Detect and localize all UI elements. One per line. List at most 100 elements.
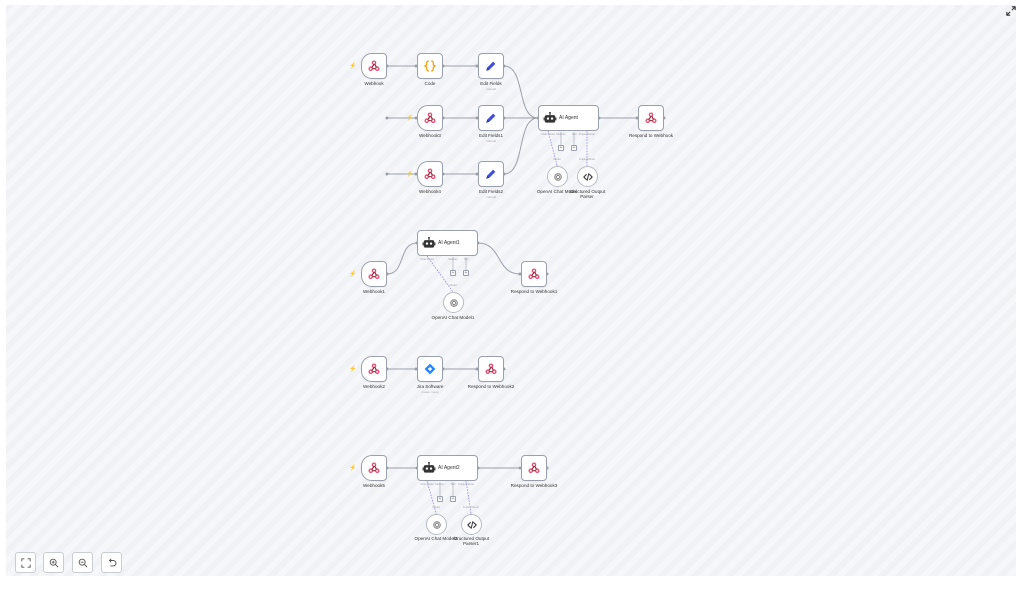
bottom-strip bbox=[0, 576, 1024, 601]
webhook-icon bbox=[368, 268, 381, 281]
node-label: Webhook1 bbox=[363, 289, 385, 294]
reset-zoom-button[interactable] bbox=[101, 552, 122, 573]
webhook-icon bbox=[528, 268, 541, 281]
port-output-parser: Output Parser bbox=[578, 133, 596, 136]
node-structured-output-parser1[interactable] bbox=[461, 514, 482, 535]
node-openai-chat-model[interactable] bbox=[547, 166, 568, 187]
port-output-parser: Output Parser bbox=[457, 483, 475, 486]
trigger-lightning-icon: ⚡ bbox=[349, 63, 357, 70]
node-label: OpenAI Chat Model1 bbox=[431, 315, 475, 320]
openai-icon bbox=[553, 172, 563, 182]
trigger-lightning-icon: ⚡ bbox=[349, 271, 357, 278]
connector-label-model: Model bbox=[449, 284, 457, 287]
add-memory-button[interactable]: + bbox=[450, 270, 456, 276]
jira-icon bbox=[424, 363, 437, 376]
zoom-out-icon bbox=[78, 558, 87, 567]
node-label: Jira Software bbox=[416, 384, 444, 389]
node-sublabel: manual bbox=[486, 87, 496, 91]
pencil-icon bbox=[485, 112, 498, 125]
add-tool-button[interactable]: + bbox=[463, 270, 469, 276]
undo-icon bbox=[108, 558, 116, 566]
webhook-icon bbox=[368, 60, 381, 73]
node-webhook4[interactable] bbox=[417, 161, 443, 187]
zoom-in-icon bbox=[49, 558, 58, 567]
node-respond-to-webhook[interactable] bbox=[638, 105, 664, 131]
trigger-lightning-icon: ⚡ bbox=[406, 115, 414, 122]
node-edit-fields[interactable] bbox=[478, 53, 504, 79]
node-webhook2[interactable] bbox=[361, 356, 387, 382]
node-label: Webhook2 bbox=[363, 384, 385, 389]
add-memory-button[interactable]: + bbox=[437, 496, 443, 502]
node-sublabel: create: issue bbox=[421, 390, 439, 394]
node-respond-to-webhook2[interactable] bbox=[478, 356, 504, 382]
agent-title: AI Agent bbox=[559, 115, 578, 121]
node-structured-output-parser[interactable] bbox=[577, 166, 598, 187]
node-label: Respond to Webhook3 bbox=[510, 483, 558, 488]
fit-view-icon bbox=[20, 557, 31, 568]
zoom-out-button[interactable] bbox=[72, 552, 93, 573]
connector-label-model: Model bbox=[553, 158, 561, 161]
node-label: Respond to Webhook2 bbox=[467, 384, 515, 389]
node-label: Webhook5 bbox=[363, 483, 385, 488]
webhook-icon bbox=[424, 112, 437, 125]
node-label: Webhook4 bbox=[419, 189, 441, 194]
connector-label-model: Model bbox=[432, 506, 440, 509]
node-ai-agent1[interactable]: AI Agent1 bbox=[417, 230, 478, 256]
port-tool: Tool bbox=[571, 133, 577, 136]
fit-view-button[interactable] bbox=[15, 552, 36, 573]
robot-icon bbox=[422, 461, 436, 475]
connector-label-output-parser: Output Parser bbox=[462, 506, 480, 509]
add-tool-button[interactable]: + bbox=[450, 496, 456, 502]
port-chat-model: Chat Model bbox=[420, 258, 434, 261]
node-code[interactable] bbox=[417, 53, 443, 79]
agent-title: AI Agent1 bbox=[438, 240, 460, 246]
webhook-icon bbox=[368, 363, 381, 376]
zoom-in-button[interactable] bbox=[43, 552, 64, 573]
node-label: Webhook bbox=[364, 81, 384, 86]
connector-label-output-parser: Output Parser bbox=[578, 158, 596, 161]
node-ai-agent[interactable]: AI Agent bbox=[538, 105, 599, 131]
node-webhook5[interactable] bbox=[361, 455, 387, 481]
node-webhook3[interactable] bbox=[417, 105, 443, 131]
node-sublabel: manual bbox=[486, 139, 496, 143]
port-chat-model: Chat Model bbox=[541, 133, 555, 136]
robot-icon bbox=[543, 111, 557, 125]
node-webhook1[interactable] bbox=[361, 261, 387, 287]
robot-icon bbox=[422, 236, 436, 250]
node-respond-to-webhook3[interactable] bbox=[521, 455, 547, 481]
node-respond-to-webhook1[interactable] bbox=[521, 261, 547, 287]
node-ai-agent2[interactable]: AI Agent2 bbox=[417, 455, 478, 481]
node-openai-chat-model2[interactable] bbox=[426, 514, 447, 535]
openai-icon bbox=[449, 298, 459, 308]
node-openai-chat-model1[interactable] bbox=[443, 292, 464, 313]
node-label: Code bbox=[424, 81, 436, 86]
node-jira-software[interactable] bbox=[417, 356, 443, 382]
agent-title: AI Agent2 bbox=[438, 465, 460, 471]
node-label: OpenAI Chat Model2 bbox=[414, 536, 458, 541]
webhook-icon bbox=[485, 363, 498, 376]
node-webhook[interactable] bbox=[361, 53, 387, 79]
node-label: Respond to Webhook1 bbox=[510, 289, 558, 294]
node-edit-fields1[interactable] bbox=[478, 105, 504, 131]
pencil-icon bbox=[485, 168, 498, 181]
webhook-icon bbox=[424, 168, 437, 181]
trigger-lightning-icon: ⚡ bbox=[349, 366, 357, 373]
node-label: Webhook3 bbox=[419, 133, 441, 138]
webhook-icon bbox=[368, 462, 381, 475]
port-memory: Memory bbox=[448, 258, 458, 261]
trigger-lightning-icon: ⚡ bbox=[349, 465, 357, 472]
webhook-icon bbox=[645, 112, 658, 125]
add-memory-button[interactable]: + bbox=[558, 145, 564, 151]
port-memory: Memory bbox=[556, 133, 566, 136]
trigger-lightning-icon: ⚡ bbox=[406, 171, 414, 178]
expand-icon[interactable] bbox=[1006, 6, 1016, 16]
node-label: Structured Output Parser bbox=[568, 189, 606, 200]
node-label: Edit Fields bbox=[480, 81, 502, 86]
openai-icon bbox=[432, 520, 442, 530]
pencil-icon bbox=[485, 60, 498, 73]
workflow-canvas[interactable]: ⚡ Webhook Code Edit Fields manual ⚡ Webh… bbox=[6, 5, 1016, 576]
add-tool-button[interactable]: + bbox=[571, 145, 577, 151]
webhook-icon bbox=[528, 462, 541, 475]
node-edit-fields2[interactable] bbox=[478, 161, 504, 187]
port-memory: Memory bbox=[435, 483, 445, 486]
